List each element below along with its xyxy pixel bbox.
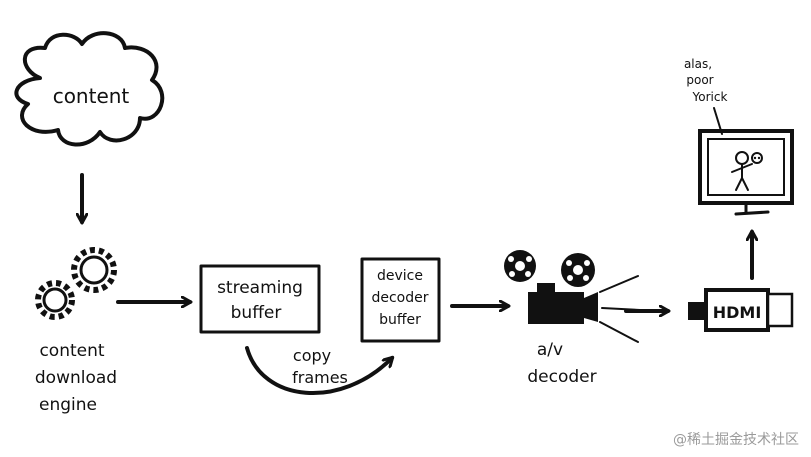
device-buffer-label-line-3: buffer — [379, 312, 421, 328]
streaming-buffer-box: streaming buffer — [199, 264, 321, 334]
device-buffer-label-line-1: device — [377, 268, 423, 284]
tv-icon — [698, 129, 794, 216]
copy-frames-label-line-1: copy — [293, 346, 331, 365]
arrow-copy-frames — [245, 346, 392, 396]
tv-caption-line-2: poor — [686, 73, 713, 87]
gears-icon — [35, 247, 117, 320]
copy-frames-label-line-2: frames — [292, 368, 348, 387]
projection-ray — [599, 275, 639, 293]
projection-ray — [599, 321, 639, 343]
engine-label-line-2: download — [35, 368, 117, 388]
film-projector-icon — [504, 250, 598, 324]
watermark: @稀土掘金技术社区 — [673, 432, 799, 448]
engine-label-line-1: content — [39, 341, 104, 361]
streaming-buffer-label-line-1: streaming — [217, 278, 303, 298]
device-decoder-buffer-box: device decoder buffer — [360, 257, 441, 343]
content-cloud: content — [14, 31, 165, 147]
tv-caption-line-3: Yorick — [692, 90, 728, 104]
hdmi-connector: HDMI — [688, 288, 794, 332]
caption-pointer — [713, 107, 723, 135]
engine-label-line-3: engine — [39, 395, 97, 415]
device-buffer-label-line-2: decoder — [371, 290, 428, 306]
content-label: content — [53, 84, 130, 108]
decoder-label-line-2: decoder — [527, 367, 596, 387]
streaming-buffer-label-line-2: buffer — [231, 303, 282, 323]
hdmi-label: HDMI — [713, 303, 762, 322]
decoder-label-line-1: a/v — [537, 340, 563, 360]
tv-caption-line-1: alas, — [684, 57, 712, 71]
